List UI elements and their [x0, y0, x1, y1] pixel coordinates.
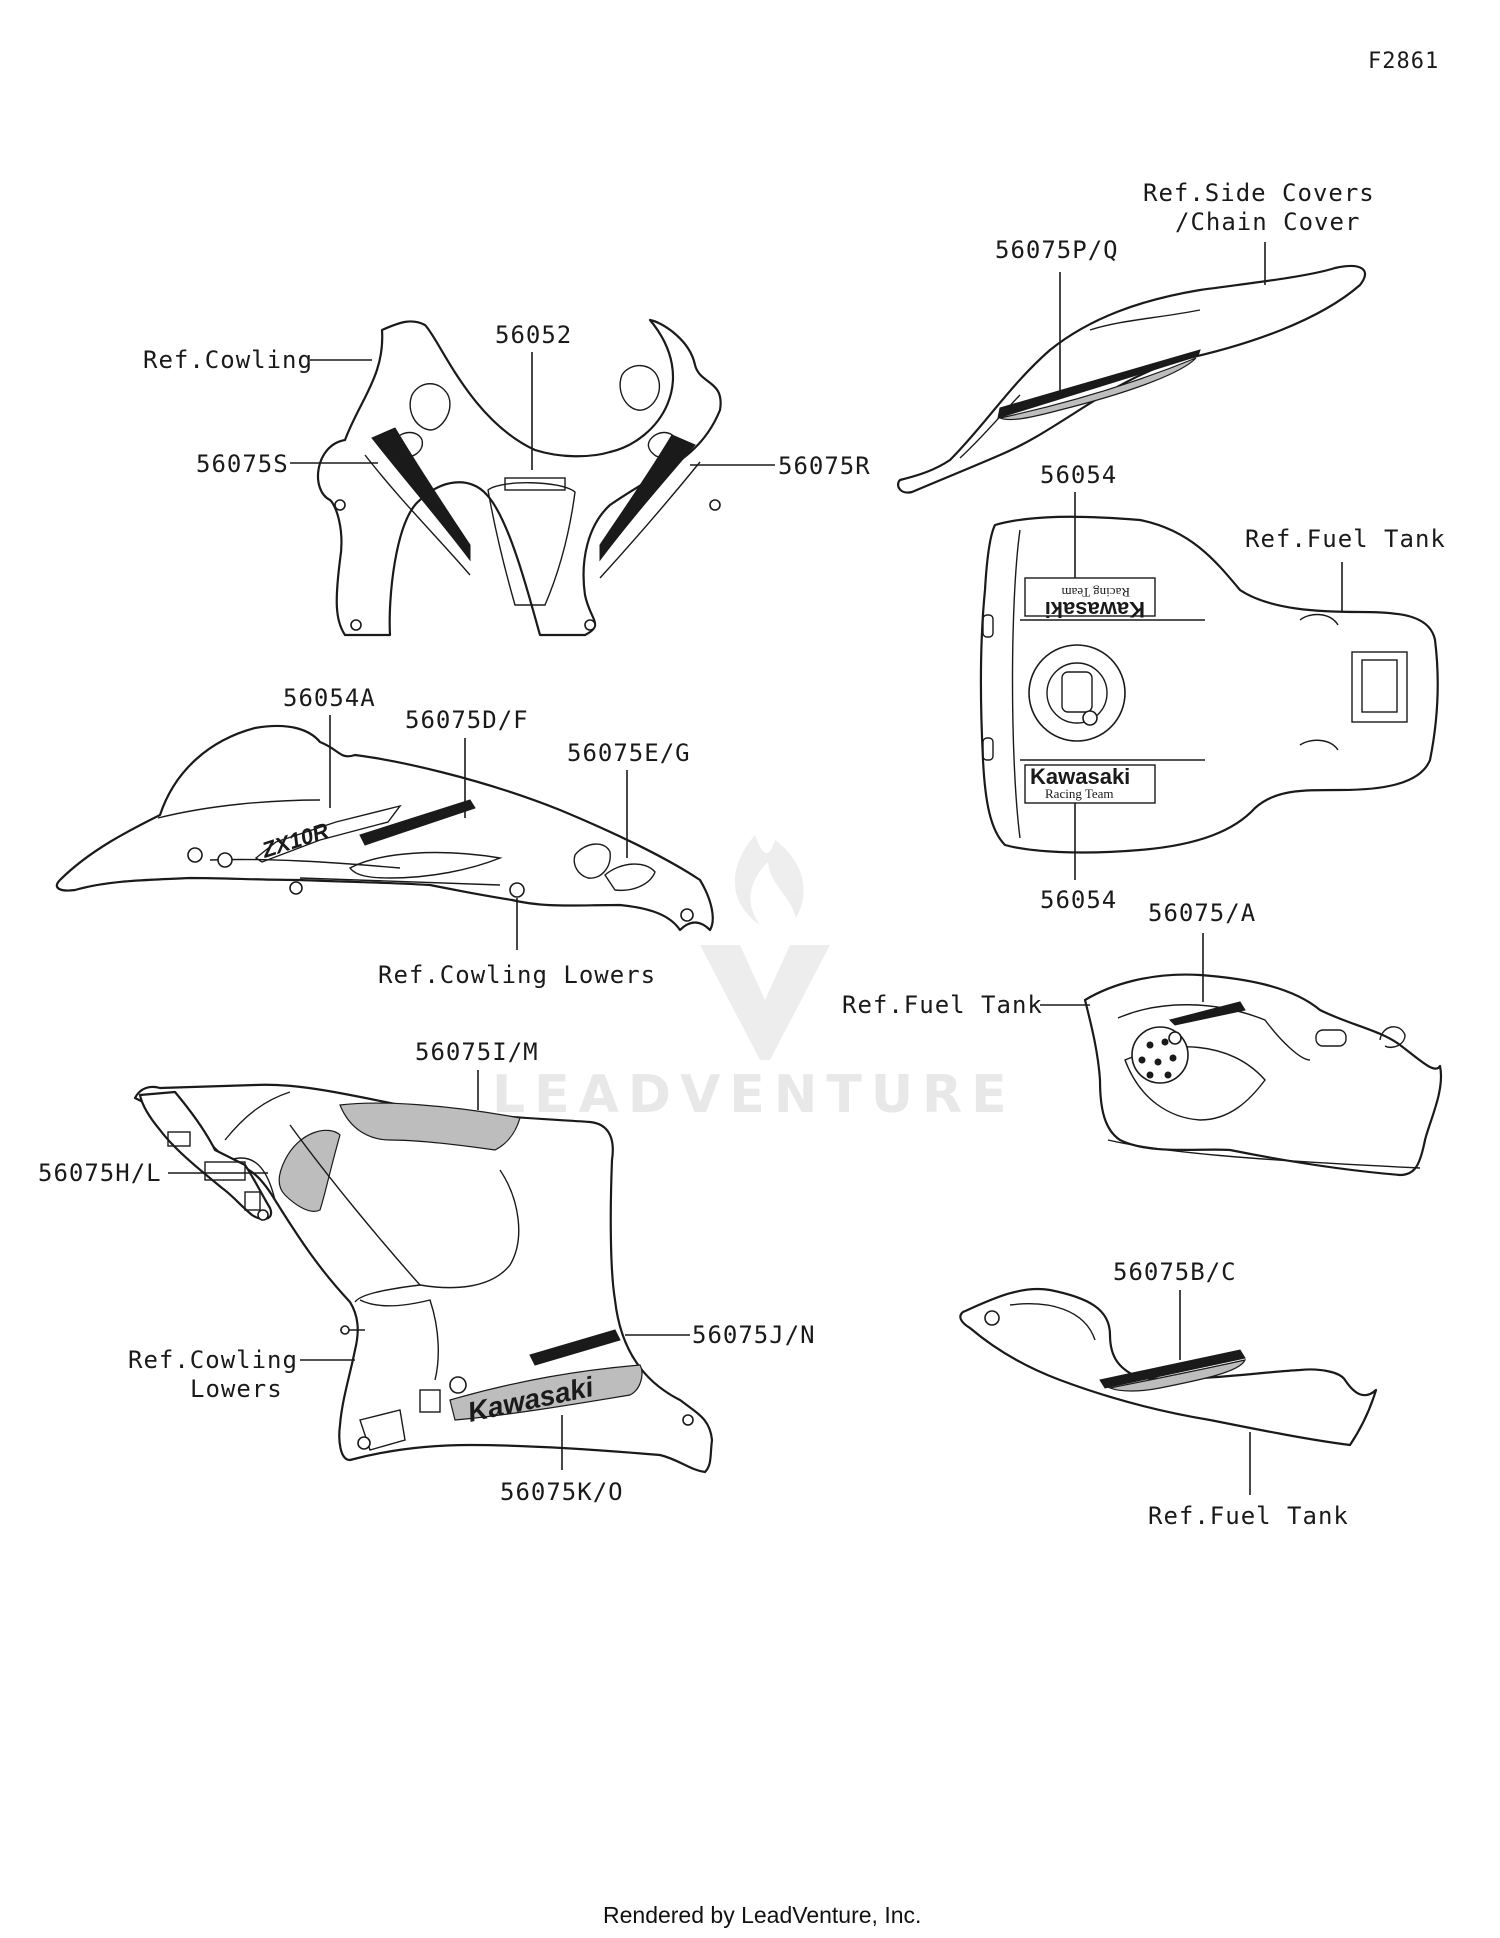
label-56054A[interactable]: 56054A: [283, 684, 376, 712]
lower-cowling-part[interactable]: Kawasaki: [133, 1083, 714, 1474]
label-56075IM[interactable]: 56075I/M: [415, 1038, 539, 1066]
leadventure-watermark: LEADVENTURE: [492, 835, 1016, 1125]
label-56075A[interactable]: 56075/A: [1148, 899, 1256, 927]
label-56075EG[interactable]: 56075E/G: [567, 739, 691, 767]
tank-side-lower-part[interactable]: [959, 1287, 1378, 1447]
footer-credit: Rendered by LeadVenture, Inc.: [603, 1902, 921, 1928]
fuel-tank-side-part[interactable]: [1083, 973, 1443, 1177]
decal-brand-upper: Kawasaki: [1045, 597, 1145, 622]
watermark-v-icon: [700, 945, 830, 1060]
label-ref-fuel-tank-side[interactable]: Ref.Fuel Tank: [842, 991, 1043, 1019]
label-56075BC[interactable]: 56075B/C: [1113, 1258, 1237, 1286]
label-56054-bottom[interactable]: 56054: [1040, 886, 1117, 914]
label-ref-cowling[interactable]: Ref.Cowling: [143, 346, 313, 374]
label-ref-cowling-2b[interactable]: Lowers: [190, 1375, 283, 1403]
label-ref-side-covers[interactable]: Ref.Side Covers: [1143, 179, 1375, 207]
label-56075PQ[interactable]: 56075P/Q: [995, 236, 1119, 264]
label-56075R[interactable]: 56075R: [778, 452, 871, 480]
label-56075S[interactable]: 56075S: [196, 450, 289, 478]
label-56052[interactable]: 56052: [495, 321, 572, 349]
label-56075KO[interactable]: 56075K/O: [500, 1478, 624, 1506]
label-chain-cover[interactable]: /Chain Cover: [1175, 208, 1360, 236]
label-56075DF[interactable]: 56075D/F: [405, 706, 529, 734]
label-ref-cowling-lowers-1[interactable]: Ref.Cowling Lowers: [378, 961, 656, 989]
label-ref-fuel-tank-lower[interactable]: Ref.Fuel Tank: [1148, 1502, 1349, 1530]
side-cover-part[interactable]: [896, 264, 1367, 494]
label-ref-fuel-tank-top[interactable]: Ref.Fuel Tank: [1245, 525, 1446, 553]
fuel-tank-top-part[interactable]: Racing Team Kawasaki Kawasaki Racing Tea…: [979, 515, 1439, 854]
front-cowling-part[interactable]: [316, 318, 722, 637]
decal-team-lower: Racing Team: [1045, 786, 1114, 801]
label-56054-top[interactable]: 56054: [1040, 461, 1117, 489]
decal-brand-lower: Kawasaki: [1030, 764, 1130, 789]
label-56075JN[interactable]: 56075J/N: [692, 1321, 816, 1349]
watermark-flame-icon: [734, 835, 804, 925]
diagram-code: F2861: [1368, 49, 1439, 74]
label-56075HL[interactable]: 56075H/L: [38, 1159, 162, 1187]
watermark-text: LEADVENTURE: [492, 1065, 1016, 1125]
decal-team-upper: Racing Team: [1061, 585, 1130, 600]
label-ref-cowling-2a[interactable]: Ref.Cowling: [128, 1346, 298, 1374]
middle-cowling-part[interactable]: ZX10R: [55, 724, 714, 932]
